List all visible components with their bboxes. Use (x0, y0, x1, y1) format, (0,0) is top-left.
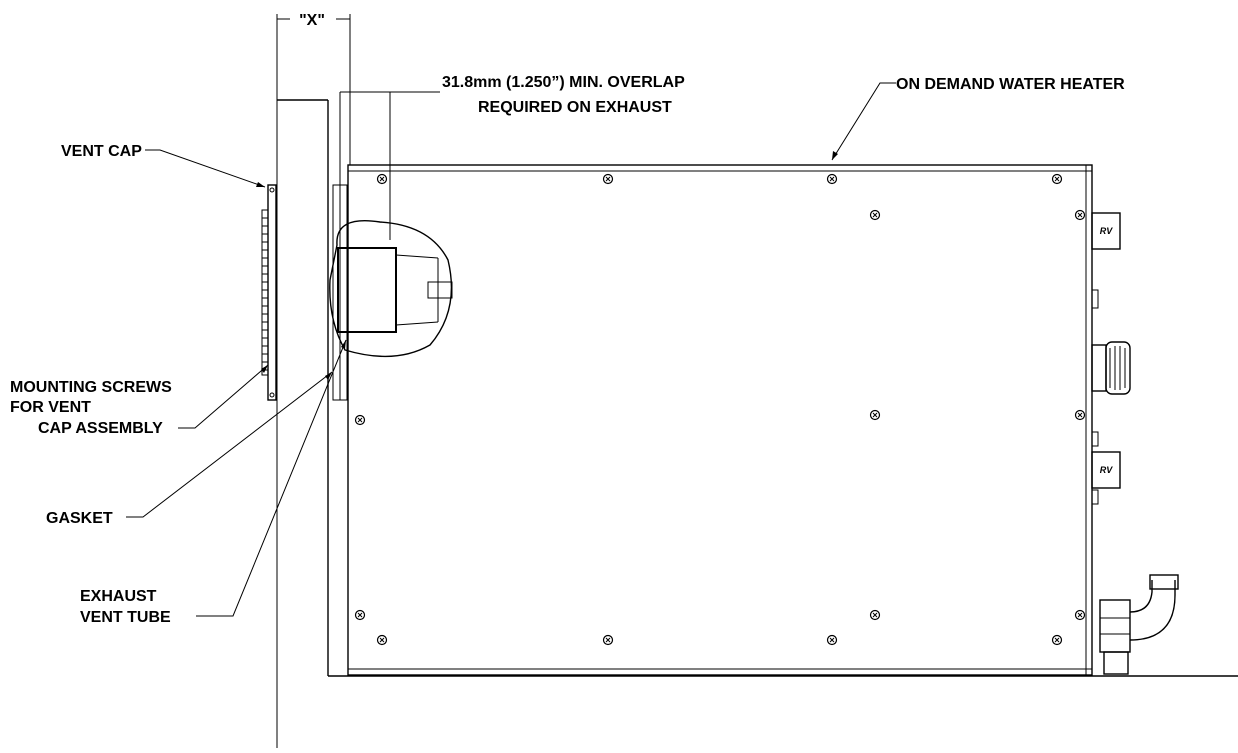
panel-screw-slot (1077, 412, 1083, 418)
mounting-leader-arrow (261, 365, 268, 373)
elbow-bend (1129, 580, 1176, 641)
mounting-label-line2: FOR VENT (10, 399, 91, 416)
panel-screw-slot (379, 637, 385, 643)
panel-screw-slot (357, 612, 363, 618)
detail-cutaway (329, 220, 453, 358)
gland-base (1091, 344, 1107, 392)
vent-cap-screw (269, 187, 275, 193)
mounting-screws-callout: MOUNTING SCREWS FOR VENT CAP ASSEMBLY (10, 364, 269, 437)
panel-screw-slot (357, 417, 363, 423)
gasket-leader (126, 371, 333, 518)
panel-screw-slot (829, 637, 835, 643)
vent-cap-label: VENT CAP (61, 143, 142, 160)
overlap-label-line1: 31.8mm (1.250”) MIN. OVERLAP (442, 74, 685, 91)
tube-edge (395, 321, 439, 326)
panel-screw-slot (605, 176, 611, 182)
heater-leader-arrow (832, 151, 838, 160)
tube-collar (427, 281, 453, 299)
gasket-callout: GASKET (46, 371, 333, 527)
exhaust-leader (196, 339, 347, 617)
overlap-callout: 31.8mm (1.250”) MIN. OVERLAP REQUIRED ON… (442, 74, 685, 116)
exhaust-assembly (329, 91, 453, 401)
x-dimension-label: "X" (299, 12, 325, 29)
vent-cap-grille-lines (262, 217, 268, 371)
gasket-plate (332, 184, 348, 401)
panel-screw-slot (379, 176, 385, 182)
vent-cap (261, 184, 277, 401)
fitting-middle-text: RV (1100, 465, 1113, 475)
exhaust-tube-section (337, 247, 397, 333)
vent-cap-callout: VENT CAP (61, 143, 266, 188)
screw-set (354, 173, 1086, 646)
heater-leader (831, 82, 896, 161)
vent-cap-leader (145, 149, 266, 188)
gasket-label: GASKET (46, 510, 113, 527)
right-fittings: RV RV (1091, 212, 1179, 675)
fitting-stub (1091, 489, 1099, 505)
tube-edge (395, 254, 439, 259)
fitting-stub (1091, 289, 1099, 309)
gland-ribs (1109, 346, 1126, 390)
panel-screw-slot (872, 412, 878, 418)
vent-cap-grille-frame (261, 209, 269, 376)
heater-callout: ON DEMAND WATER HEATER (831, 76, 1125, 161)
vent-cap-screw (269, 392, 275, 398)
panel-screw-slot (872, 212, 878, 218)
panel-screw-slot (872, 612, 878, 618)
elbow-flare (1149, 574, 1179, 590)
fitting-stub (1091, 431, 1099, 447)
mounting-label-line1: MOUNTING SCREWS (10, 379, 172, 396)
exhaust-label-line1: EXHAUST (80, 588, 157, 605)
panel-screw-slot (1077, 212, 1083, 218)
mounting-label-line3: CAP ASSEMBLY (38, 420, 163, 437)
x-dimension: "X" (276, 12, 351, 748)
exhaust-leader-arrow (341, 340, 346, 349)
wall (277, 99, 1238, 677)
exhaust-callout: EXHAUST VENT TUBE (80, 339, 347, 626)
elbow-base (1103, 651, 1129, 675)
panel-screw-slot (1054, 637, 1060, 643)
heater-enclosure (347, 164, 1093, 676)
panel-screw-slot (829, 176, 835, 182)
panel-screw-slot (605, 637, 611, 643)
overlap-label-line2: REQUIRED ON EXHAUST (478, 99, 672, 116)
heater-label: ON DEMAND WATER HEATER (896, 76, 1125, 93)
fitting-upper-text: RV (1100, 226, 1113, 236)
vent-cap-leader-arrow (256, 182, 265, 187)
fitting-upper (1091, 212, 1121, 250)
water-heater-body (347, 164, 1093, 676)
gasket-leader-arrow (325, 372, 332, 380)
exhaust-label-line2: VENT TUBE (80, 609, 171, 626)
fitting-middle (1091, 451, 1121, 489)
mounting-leader (178, 364, 269, 429)
cable-gland (1105, 341, 1131, 395)
vent-cap-flange (267, 184, 277, 401)
panel-screw-slot (1054, 176, 1060, 182)
elbow-nut (1099, 599, 1131, 653)
panel-screw-slot (1077, 612, 1083, 618)
